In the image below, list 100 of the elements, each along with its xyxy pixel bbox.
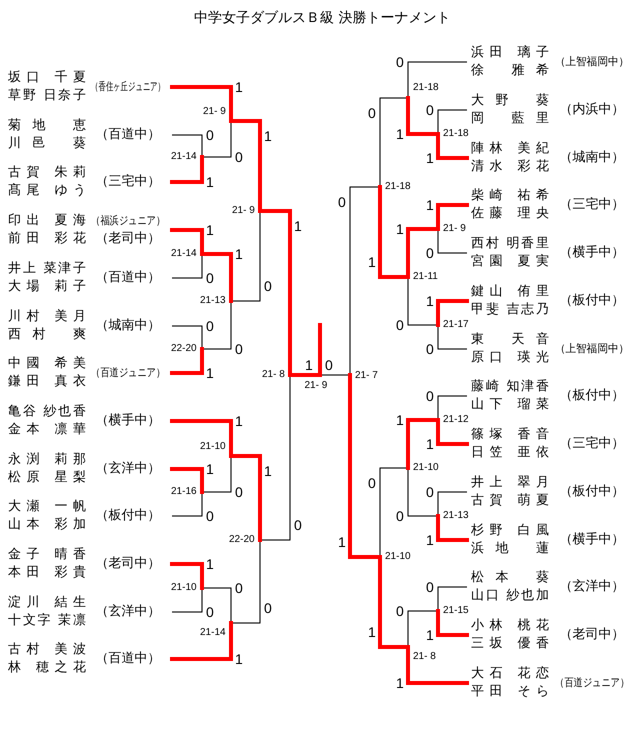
- bracket-line: [202, 300, 232, 350]
- result-label: 0: [396, 317, 404, 333]
- school-name: （三宅中）: [560, 435, 624, 453]
- result-label: 1: [426, 150, 434, 166]
- match-score: 21-16: [171, 486, 197, 498]
- school-name: （上智福岡中）: [555, 54, 629, 70]
- match-score: 21-10: [200, 441, 226, 457]
- player-name: 金本 凛華: [8, 421, 86, 439]
- result-label: 1: [235, 413, 243, 429]
- player-name: 永渕 莉那: [8, 451, 86, 469]
- player-name: 西村 明香里: [471, 235, 549, 253]
- result-label: 0: [235, 580, 243, 596]
- match-score: 21- 9: [203, 106, 226, 122]
- school-name: （福浜ジュニア）: [91, 213, 165, 229]
- match-score: 21-12: [443, 414, 469, 426]
- school-name: （板付中）: [560, 387, 624, 405]
- school-name: （百道中）: [96, 650, 160, 668]
- school-name: （老司中）: [96, 555, 160, 573]
- bracket-line: [348, 373, 382, 559]
- result-label: 1: [235, 246, 243, 262]
- bracket-line: [350, 186, 380, 376]
- match-score: 21-18: [443, 128, 469, 140]
- result-label: 0: [264, 278, 272, 294]
- bracket-line: [408, 468, 438, 516]
- result-label: 0: [426, 579, 434, 595]
- bracket-line: [230, 210, 260, 302]
- match-score: 21-10: [413, 462, 439, 474]
- result-label: 0: [264, 600, 272, 616]
- result-label: 1: [396, 675, 404, 691]
- bracket-line: [172, 588, 202, 612]
- bracket-line: [260, 374, 290, 540]
- school-name: （横手中）: [96, 412, 160, 430]
- result-label: 0: [426, 341, 434, 357]
- bracket-line: [202, 588, 232, 624]
- player-name: 淀川 結生: [8, 594, 86, 612]
- player-name: 古村 美波: [8, 641, 86, 659]
- match-score: 21-14: [171, 151, 197, 163]
- player-name: 小林 桃花: [471, 617, 549, 635]
- school-name: （玄洋中）: [96, 603, 160, 621]
- result-label: 1: [426, 293, 434, 309]
- player-name: 三坂 優香: [471, 635, 549, 653]
- match-score: 21- 9: [304, 377, 328, 392]
- result-label: 0: [426, 484, 434, 500]
- result-label: 0: [206, 127, 214, 143]
- player-name: 亀谷 紗也香: [8, 403, 86, 421]
- bracket-line: [202, 120, 232, 158]
- player-name: 前田 彩花: [8, 230, 86, 248]
- player-name: 金子 晴香: [8, 546, 86, 564]
- school-name: （内浜中）: [560, 101, 624, 119]
- result-label: 1: [206, 461, 214, 477]
- school-name: （横手中）: [560, 244, 624, 262]
- player-name: 杉野 白風: [471, 522, 549, 540]
- school-name: （城南中）: [96, 317, 160, 335]
- result-label: 0: [206, 604, 214, 620]
- player-name: 大場 莉子: [8, 278, 86, 296]
- result-label: 1: [396, 126, 404, 142]
- player-name: 林 穂之花: [8, 659, 86, 677]
- school-name: （老司中）: [96, 230, 160, 248]
- result-label: 1: [338, 534, 346, 550]
- result-label: 0: [235, 149, 243, 165]
- player-name: 山本 彩加: [8, 516, 86, 534]
- result-label: 0: [235, 484, 243, 500]
- result-label: 0: [368, 475, 376, 491]
- player-name: 日笠 亜依: [471, 444, 549, 462]
- player-name: 藤崎 知津香: [471, 378, 549, 396]
- bracket-line: [380, 468, 408, 558]
- result-label: 1: [426, 197, 434, 213]
- bracket-line: [172, 134, 202, 158]
- result-label: 1: [294, 218, 302, 234]
- result-label: 1: [206, 174, 214, 190]
- result-label: 0: [396, 508, 404, 524]
- bracket-line: [380, 98, 408, 188]
- match-score: 21- 7: [355, 370, 378, 382]
- school-name: （香住ヶ丘ジュニア）: [91, 79, 165, 95]
- bracket-line: [408, 62, 468, 98]
- result-label: 1: [235, 651, 243, 667]
- match-score: 21- 9: [443, 223, 466, 235]
- result-label: 1: [264, 463, 272, 479]
- result-label: 0: [235, 341, 243, 357]
- bracket-line: [172, 492, 202, 516]
- school-name: （城南中）: [560, 149, 624, 167]
- result-label: 1: [264, 128, 272, 144]
- player-name: 西村 爽: [8, 326, 86, 344]
- player-name: 古賀 朱莉: [8, 164, 86, 182]
- result-label: 0: [426, 102, 434, 118]
- result-label: 0: [426, 245, 434, 261]
- player-name: 本田 彩貴: [8, 564, 86, 582]
- player-name: 中國 希美: [8, 355, 86, 373]
- match-score: 21-14: [200, 622, 226, 639]
- player-name: 徐 雅希: [471, 62, 549, 80]
- match-score: 21- 8: [413, 646, 436, 663]
- player-name: 宮園 夏実: [471, 253, 549, 271]
- school-name: （三宅中）: [96, 173, 160, 191]
- match-score: 22-20: [229, 534, 255, 546]
- player-name: 原口 瑛光: [471, 349, 549, 367]
- player-name: 川邑 葵: [8, 135, 86, 153]
- player-name: 井上 翠月: [471, 474, 549, 492]
- bracket-line: [438, 324, 468, 350]
- result-label: 1: [396, 221, 404, 237]
- match-score: 21-18: [413, 82, 439, 99]
